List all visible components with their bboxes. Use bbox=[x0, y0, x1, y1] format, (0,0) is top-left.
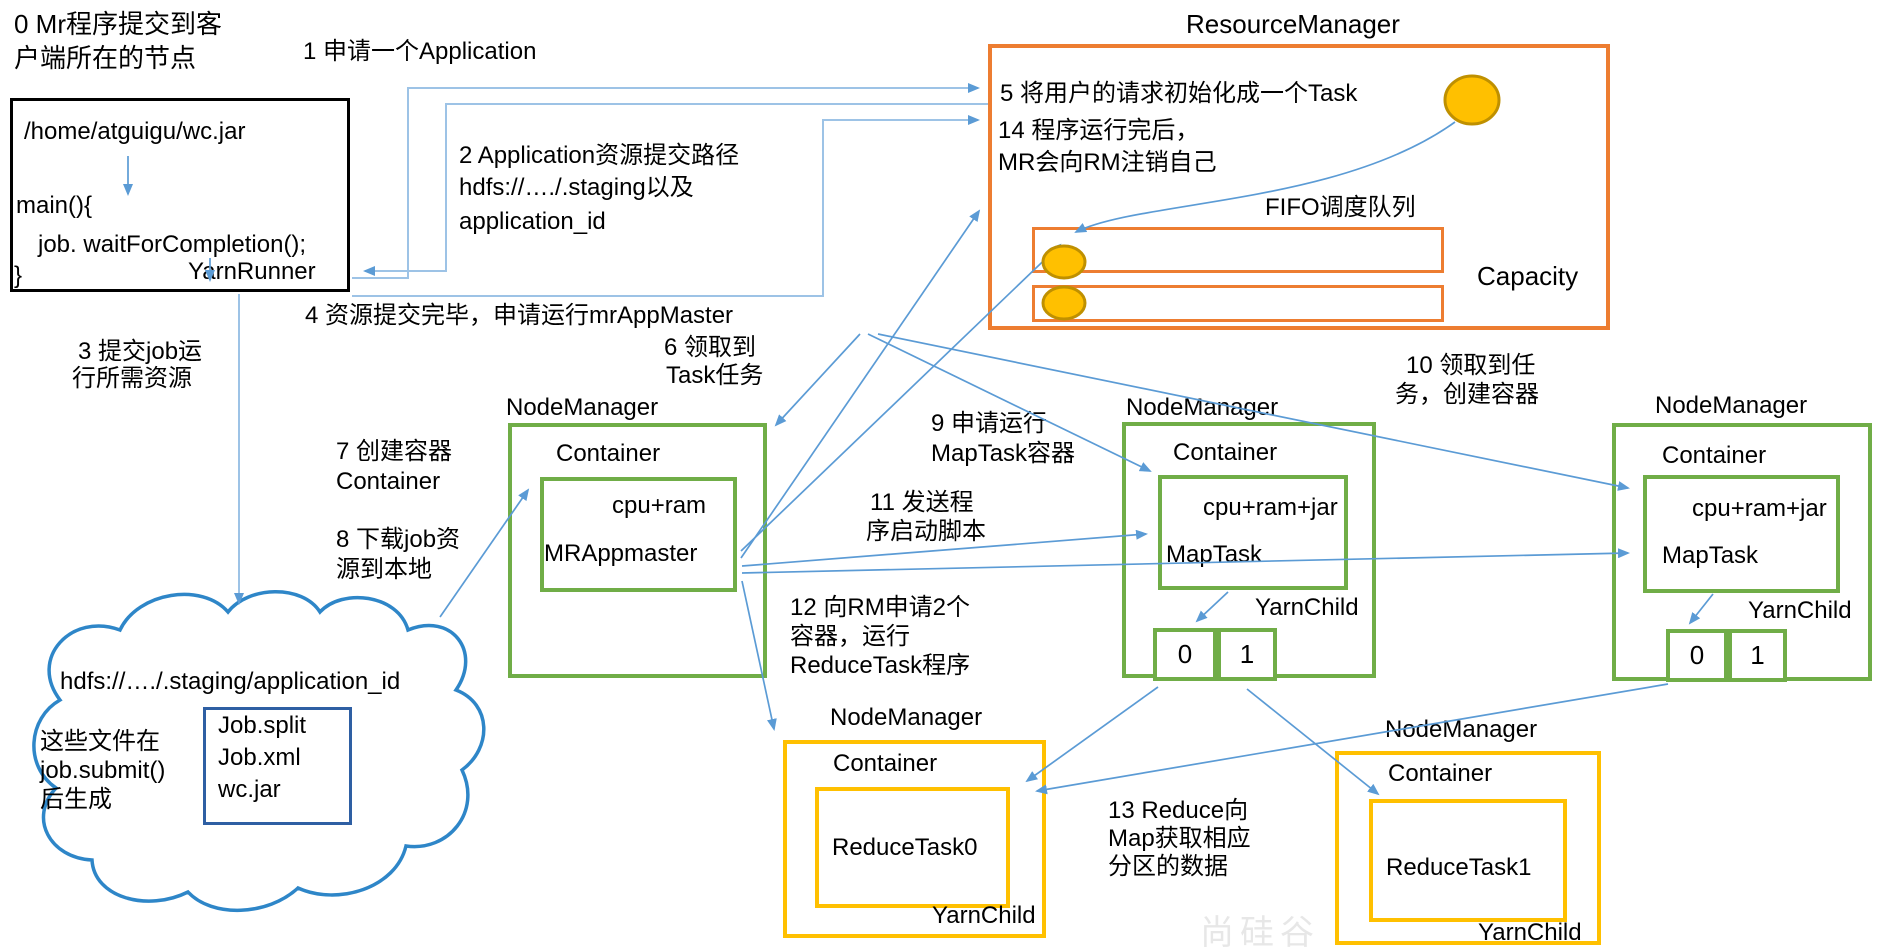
step6-label-line2: Task任务 bbox=[666, 362, 764, 389]
client-jar-path: /home/atguigu/wc.jar bbox=[24, 118, 246, 145]
nm3-yarnchild-label: YarnChild bbox=[1748, 597, 1852, 624]
nm2-partition-1-value: 1 bbox=[1239, 639, 1255, 669]
job-file-xml: Job.xml bbox=[218, 744, 301, 771]
nm2-partition-cell-1: 1 bbox=[1217, 628, 1277, 681]
step11-label-line2: 序启动脚本 bbox=[866, 518, 986, 545]
step13-label-line3: 分区的数据 bbox=[1108, 853, 1228, 880]
resourcemanager-box bbox=[988, 44, 1610, 330]
step6-label-line1: 6 领取到 bbox=[664, 334, 757, 361]
nm3-partition-1-value: 1 bbox=[1750, 640, 1765, 670]
step10-label-line1: 10 领取到任 bbox=[1406, 352, 1536, 379]
step7-label-line2: Container bbox=[336, 468, 441, 495]
step11-label-line1: 11 发送程 bbox=[870, 489, 974, 516]
reducetask0-label: ReduceTask0 bbox=[832, 834, 978, 861]
step12-label-line1: 12 向RM申请2个 bbox=[790, 594, 971, 621]
cloud-note-line3: 后生成 bbox=[40, 786, 112, 813]
fifo-queue-1 bbox=[1032, 227, 1444, 273]
cloud-note-line1: 这些文件在 bbox=[40, 728, 160, 755]
nm4-yarnchild-label: YarnChild bbox=[932, 902, 1036, 929]
fifo-queue-2 bbox=[1032, 285, 1444, 322]
nodemanager1-title: NodeManager bbox=[506, 394, 659, 421]
nodemanager2-title: NodeManager bbox=[1126, 394, 1279, 421]
step14-label-line2: MR会向RM注销自己 bbox=[998, 149, 1217, 176]
job-file-split: Job.split bbox=[218, 712, 307, 739]
nm5-yarnchild-label: YarnChild bbox=[1478, 919, 1582, 946]
resourcemanager-title: ResourceManager bbox=[1186, 9, 1400, 39]
step1-label: 1 申请一个Application bbox=[303, 38, 537, 65]
nm4-container-label: Container bbox=[833, 750, 938, 777]
watermark: 尚硅谷 bbox=[1200, 914, 1320, 950]
nm3-resources-label: cpu+ram+jar bbox=[1692, 495, 1827, 522]
step5-label: 5 将用户的请求初始化成一个Task bbox=[1000, 80, 1358, 107]
job-file-jar: wc.jar bbox=[218, 776, 281, 803]
cloud-note-line2: job.submit() bbox=[40, 757, 166, 784]
step0-label-line2: 户端所在的节点 bbox=[14, 43, 197, 73]
step13-label-line1: 13 Reduce向 bbox=[1108, 797, 1249, 824]
nm1-container-inner-box bbox=[540, 477, 737, 592]
arrow-step6-assign bbox=[774, 333, 861, 427]
nm3-partition-cell-1: 1 bbox=[1728, 629, 1787, 682]
arrow-step13-nm2-to-reduce0 bbox=[1025, 686, 1159, 783]
nm5-container-label: Container bbox=[1388, 760, 1493, 787]
nm3-partition-0-value: 0 bbox=[1689, 640, 1705, 670]
nm3-partition-cell-0: 0 bbox=[1666, 629, 1728, 682]
yarnrunner-label: YarnRunner bbox=[188, 258, 316, 285]
nm2-container-inner-box bbox=[1158, 475, 1348, 590]
step8-label-line1: 8 下载job资 bbox=[336, 526, 461, 553]
mrappmaster-label: MRAppmaster bbox=[544, 540, 698, 567]
step2-label-line2: hdfs://…./.staging以及 bbox=[459, 174, 694, 201]
capacity-label: Capacity bbox=[1477, 261, 1579, 291]
nm2-resources-label: cpu+ram+jar bbox=[1203, 494, 1338, 521]
step9-label-line1: 9 申请运行 bbox=[931, 410, 1048, 437]
client-code-box bbox=[10, 98, 350, 292]
step9-label-line2: MapTask容器 bbox=[931, 440, 1076, 467]
step12-label-line3: ReduceTask程序 bbox=[790, 652, 971, 679]
nm2-container-label: Container bbox=[1173, 439, 1278, 466]
nm3-container-label: Container bbox=[1662, 442, 1767, 469]
nodemanager5-title: NodeManager bbox=[1385, 716, 1538, 743]
client-code-main: main(){ bbox=[16, 192, 93, 219]
nm3-maptask-label: MapTask bbox=[1662, 542, 1759, 569]
reducetask1-label: ReduceTask1 bbox=[1386, 854, 1532, 881]
nodemanager4-box bbox=[783, 740, 1046, 938]
nm5-container-inner-box bbox=[1369, 799, 1567, 922]
nodemanager4-title: NodeManager bbox=[830, 704, 983, 731]
step13-label-line2: Map获取相应 bbox=[1108, 825, 1251, 852]
nodemanager3-title: NodeManager bbox=[1655, 392, 1808, 419]
step7-label-line1: 7 创建容器 bbox=[336, 438, 453, 465]
nm2-partition-0-value: 0 bbox=[1177, 639, 1193, 669]
step2-label-line1: 2 Application资源提交路径 bbox=[459, 142, 740, 169]
fifo-queue-label: FIFO调度队列 bbox=[1265, 194, 1416, 221]
step2-label-line3: application_id bbox=[459, 208, 606, 235]
step3-label-line1: 3 提交job运 bbox=[78, 338, 203, 365]
hdfs-staging-path: hdfs://…./.staging/application_id bbox=[60, 668, 401, 695]
nm2-maptask-label: MapTask bbox=[1166, 541, 1263, 568]
nm3-container-inner-box bbox=[1643, 475, 1840, 593]
step3-label-line2: 行所需资源 bbox=[72, 365, 192, 392]
nm2-yarnchild-label: YarnChild bbox=[1255, 594, 1359, 621]
client-code-wait: job. waitForCompletion(); bbox=[38, 231, 307, 258]
step0-label-line1: 0 Mr程序提交到客 bbox=[14, 9, 223, 39]
nm1-resources-label: cpu+ram bbox=[612, 492, 707, 519]
nm1-container-label: Container bbox=[556, 440, 661, 467]
client-code-brace: } bbox=[14, 262, 23, 289]
step14-label-line1: 14 程序运行完后， bbox=[998, 117, 1200, 144]
nm2-partition-cell-0: 0 bbox=[1153, 628, 1217, 681]
step8-label-line2: 源到本地 bbox=[336, 556, 432, 583]
step4-label: 4 资源提交完毕，申请运行mrAppMaster bbox=[305, 302, 734, 329]
step12-label-line2: 容器，运行 bbox=[790, 623, 910, 650]
nm4-container-inner-box bbox=[815, 787, 1010, 908]
step10-label-line2: 务，创建容器 bbox=[1395, 381, 1539, 408]
